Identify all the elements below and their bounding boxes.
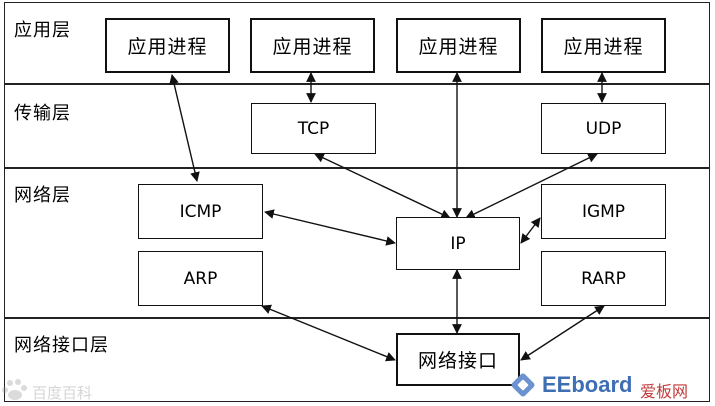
- link-app1-icmp: [169, 74, 200, 182]
- interface-layer-label: 网络接口层: [14, 335, 109, 356]
- paw-icon: [2, 379, 27, 400]
- eeboard-brand-suffix: 爱板网: [640, 382, 689, 401]
- igmp-box: IGMP: [541, 184, 666, 239]
- network-layer-label: 网络层: [14, 185, 71, 206]
- ip-box: IP: [396, 217, 520, 270]
- link-rarp-netif: [520, 305, 605, 361]
- eeboard-logo-icon: [511, 373, 535, 397]
- app-process-1: 应用进程: [105, 18, 230, 73]
- tcp-box: TCP: [251, 103, 376, 154]
- application-layer-label: 应用层: [14, 20, 71, 41]
- app-process-4: 应用进程: [541, 18, 666, 73]
- baike-watermark-text: 百度百科: [32, 384, 93, 402]
- link-igmp-ip: [520, 217, 541, 244]
- link-tcp-ip: [314, 153, 451, 219]
- eeboard-brand: EEboard: [542, 372, 633, 397]
- transport-layer-label: 传输层: [14, 103, 71, 124]
- eeboard-watermark: EEboard 爱板网: [510, 370, 710, 402]
- icmp-box: ICMP: [138, 184, 263, 239]
- app-process-2: 应用进程: [250, 18, 375, 73]
- arp-box: ARP: [138, 251, 263, 306]
- baike-watermark: 百度百科: [2, 378, 142, 404]
- link-icmp-ip: [264, 209, 396, 246]
- link-arp-netif: [261, 304, 396, 362]
- link-udp-ip: [465, 153, 598, 219]
- app-process-3: 应用进程: [396, 18, 521, 73]
- udp-box: UDP: [541, 103, 666, 154]
- network-interface-box: 网络接口: [396, 333, 520, 386]
- rarp-box: RARP: [541, 251, 666, 306]
